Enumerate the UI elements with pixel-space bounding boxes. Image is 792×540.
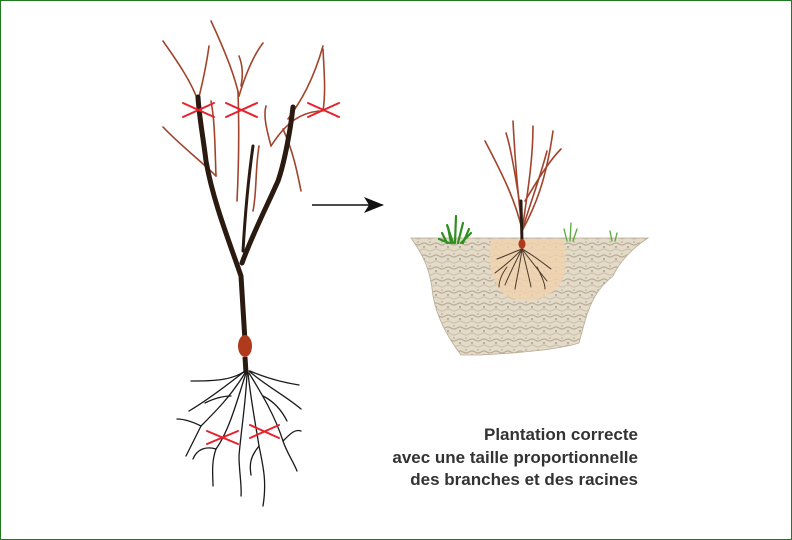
- x-cut-mark-icon: [207, 431, 238, 444]
- diagram-caption: Plantation correcte avec une taille prop…: [392, 424, 638, 492]
- right-arrow-icon: [312, 197, 384, 213]
- caption-line-1: Plantation correcte: [392, 424, 638, 447]
- unpruned-tree: [163, 21, 339, 506]
- tree-roots: [177, 371, 301, 506]
- graft-union: [238, 335, 252, 357]
- caption-line-2: avec une taille proportionnelle: [392, 447, 638, 470]
- planted-tree: [411, 121, 648, 355]
- planted-graft-union: [519, 239, 526, 249]
- x-cut-mark-icon: [250, 425, 279, 438]
- x-cut-mark-icon: [226, 103, 257, 117]
- planted-tree-twigs: [485, 121, 561, 231]
- tree-branches: [198, 97, 293, 341]
- caption-line-3: des branches et des racines: [392, 469, 638, 492]
